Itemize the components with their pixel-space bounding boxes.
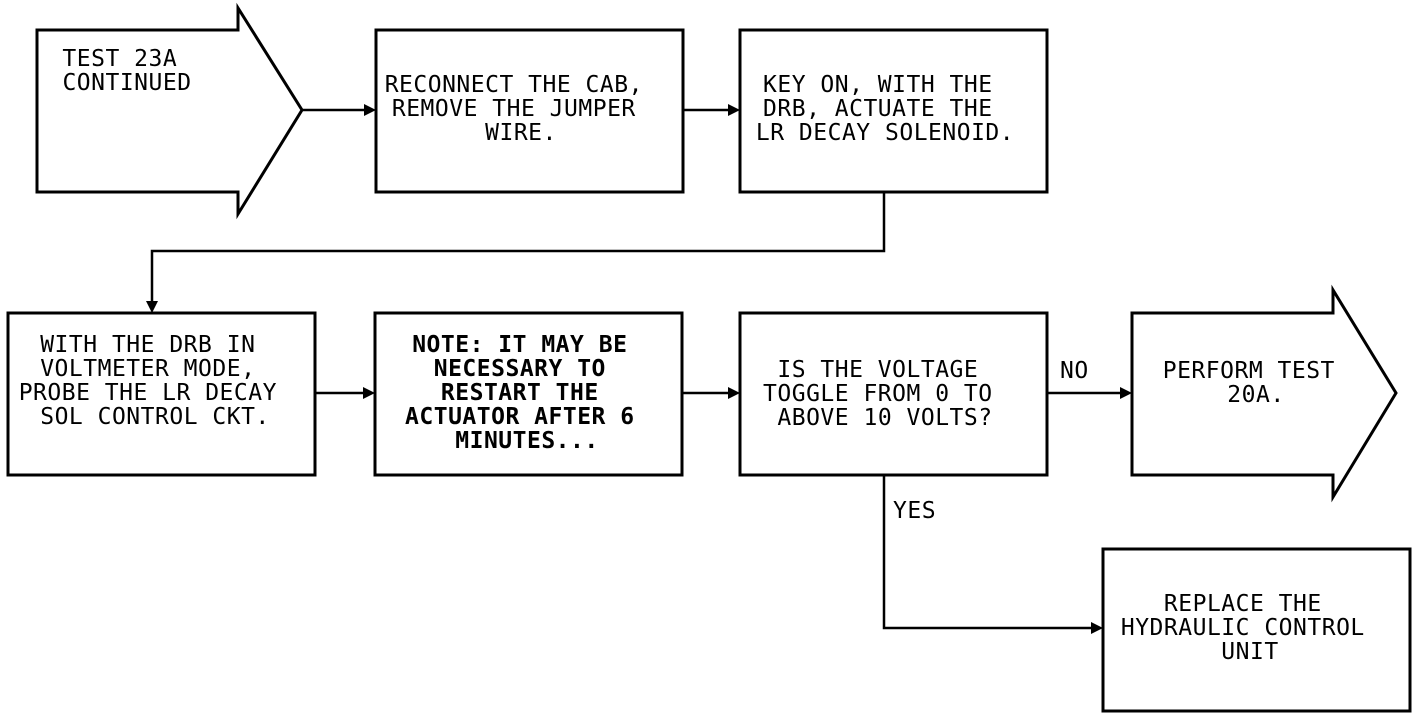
note-label: NOTE: IT MAY BE NECESSARY TO RESTART THE…: [405, 332, 649, 454]
probe-box: [6, 311, 317, 477]
arrowhead-reconnect: [364, 104, 376, 116]
connector-question-to-replace: [882, 475, 1095, 630]
connector-key-on-to-probe: [150, 192, 886, 305]
arrowhead-note: [363, 387, 375, 399]
key-on-box: [738, 28, 1049, 194]
probe-label: WITH THE DRB IN VOLTMETER MODE, PROBE TH…: [19, 332, 292, 430]
arrowhead-key-on: [728, 104, 740, 116]
perform-arrow-shape: [1130, 284, 1398, 503]
note-box: [373, 311, 684, 477]
reconnect-label: RECONNECT THE CAB, REMOVE THE JUMPER WIR…: [385, 72, 658, 146]
yes-branch-label: YES: [893, 498, 936, 524]
arrowhead-perform: [1120, 387, 1132, 399]
start-label: TEST 23A CONTINUED: [62, 46, 191, 96]
arrowhead-replace: [1091, 622, 1103, 634]
replace-label: REPLACE THE HYDRAULIC CONTROL UNIT: [1121, 591, 1379, 665]
question-box: [738, 311, 1049, 477]
arrowhead-question: [728, 387, 740, 399]
key-on-label: KEY ON, WITH THE DRB, ACTUATE THE LR DEC…: [756, 72, 1014, 146]
arrowhead-probe: [146, 301, 158, 313]
question-label: IS THE VOLTAGE TOGGLE FROM 0 TO ABOVE 10…: [763, 357, 1007, 431]
start-arrow-shape: [35, 2, 304, 220]
perform-label: PERFORM TEST 20A.: [1163, 358, 1350, 408]
reconnect-box: [374, 28, 685, 194]
no-branch-label: NO: [1060, 358, 1089, 384]
replace-box: [1101, 547, 1412, 713]
